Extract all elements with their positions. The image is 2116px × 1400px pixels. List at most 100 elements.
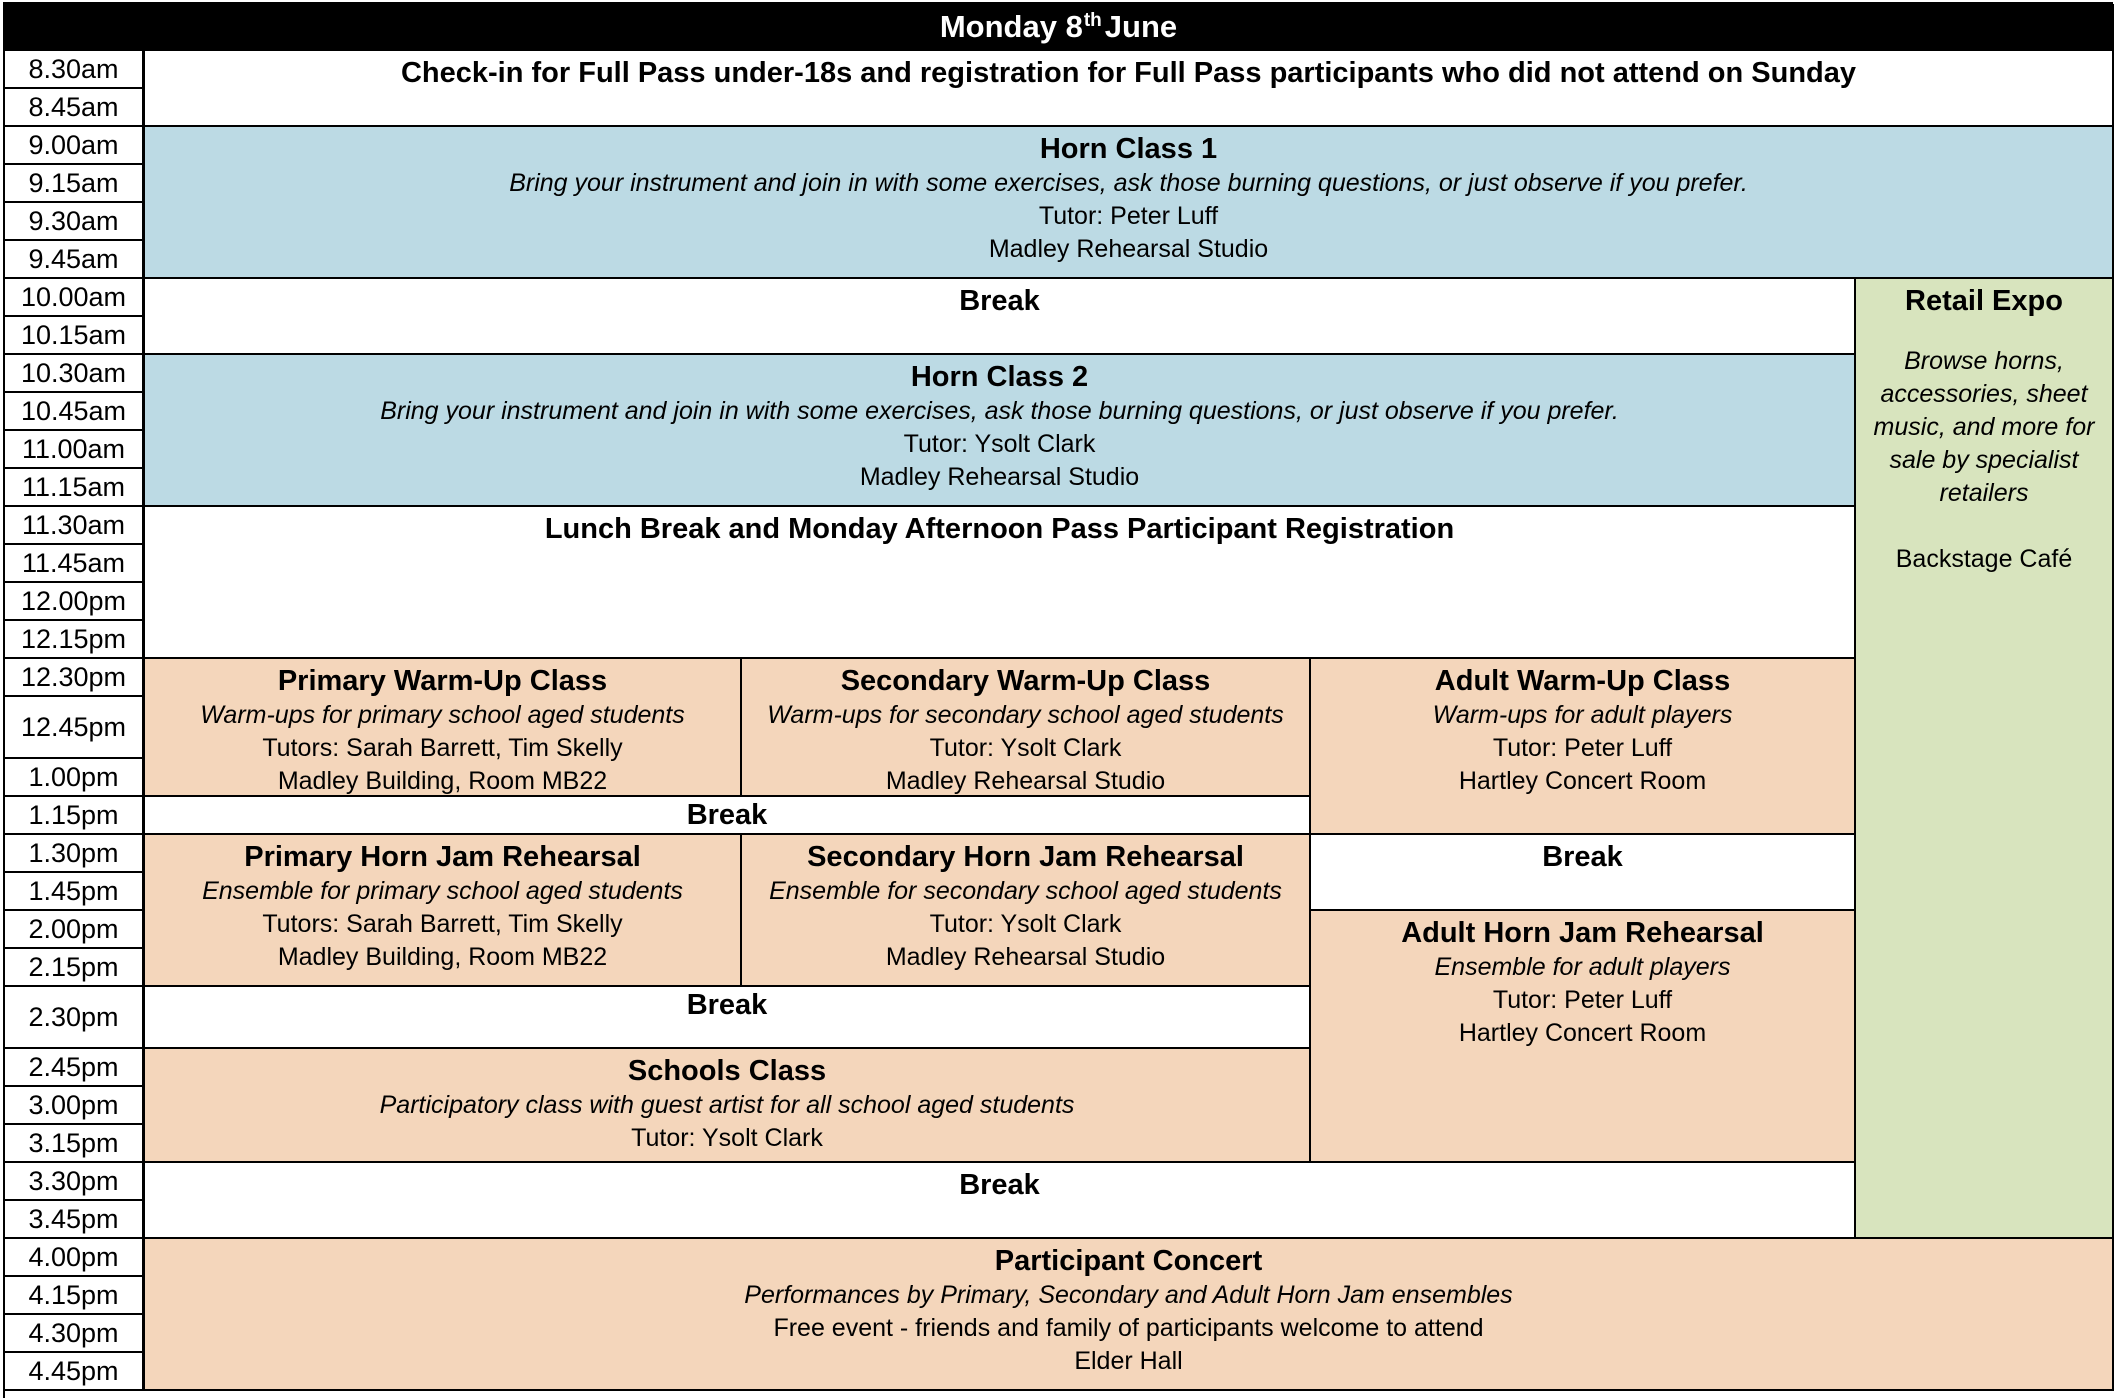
primary-warmup-desc: Warm-ups for primary school aged student…	[200, 701, 685, 729]
break-1-title: Break	[959, 285, 1040, 317]
time-slot: 3.45pm	[5, 1201, 145, 1239]
horn-class-1-desc: Bring your instrument and join in with s…	[509, 169, 1748, 197]
secondary-jam-title: Secondary Horn Jam Rehearsal	[807, 841, 1244, 873]
adult-jam-location: Hartley Concert Room	[1458, 1019, 1707, 1047]
horn-class-1-title: Horn Class 1	[1039, 133, 1218, 165]
adult-jam-title: Adult Horn Jam Rehearsal	[1401, 917, 1764, 949]
header-ordinal: th	[1083, 9, 1102, 31]
schools-class: Schools Class Participatory class with g…	[145, 1049, 1311, 1163]
time-slot: 9.45am	[5, 241, 145, 279]
concert-note: Free event - friends and family of parti…	[773, 1314, 1484, 1342]
time-slot: 12.30pm	[5, 659, 145, 697]
adult-jam-desc: Ensemble for adult players	[1434, 953, 1731, 981]
time-slot: 4.15pm	[5, 1277, 145, 1315]
secondary-warmup-tutor: Tutor: Ysolt Clark	[929, 734, 1122, 762]
time-slot: 4.45pm	[5, 1353, 145, 1391]
horn-class-1-location: Madley Rehearsal Studio	[988, 235, 1269, 263]
secondary-warmup-desc: Warm-ups for secondary school aged stude…	[767, 701, 1284, 729]
break-adult: Break	[1311, 835, 1856, 911]
horn-class-2-desc: Bring your instrument and join in with s…	[380, 397, 1619, 425]
time-slot: 3.00pm	[5, 1087, 145, 1125]
time-slot: 4.00pm	[5, 1239, 145, 1277]
time-slot: 11.45am	[5, 545, 145, 583]
participant-concert: Participant Concert Performances by Prim…	[145, 1239, 2114, 1391]
time-slot: 2.30pm	[5, 987, 145, 1049]
horn-class-2-location: Madley Rehearsal Studio	[859, 463, 1140, 491]
schools-class-location: Madley Rehearsal Studio	[145, 1155, 1309, 1161]
retail-expo-location: Backstage Café	[1895, 545, 2073, 573]
break-schools-1-title: Break	[686, 799, 768, 831]
time-slot: 2.15pm	[5, 949, 145, 987]
break-schools-1: Break	[145, 797, 1311, 835]
checkin-block: Check-in for Full Pass under-18s and reg…	[145, 51, 2114, 127]
break-schools-2-title: Break	[686, 989, 768, 1021]
adult-warmup-tutor: Tutor: Peter Luff	[1492, 734, 1673, 762]
header-month: June	[1104, 8, 1178, 44]
secondary-warmup-title: Secondary Warm-Up Class	[840, 665, 1211, 697]
primary-jam-tutor: Tutors: Sarah Barrett, Tim Skelly	[262, 910, 623, 938]
time-slot: 10.30am	[5, 355, 145, 393]
secondary-jam-tutor: Tutor: Ysolt Clark	[929, 910, 1122, 938]
header-day: Monday 8	[939, 8, 1083, 44]
time-slot: 12.45pm	[5, 697, 145, 759]
time-slot: 1.30pm	[5, 835, 145, 873]
time-slot: 3.15pm	[5, 1125, 145, 1163]
time-slot: 1.45pm	[5, 873, 145, 911]
horn-class-1: Horn Class 1 Bring your instrument and j…	[145, 127, 2114, 279]
break-schools-2: Break	[145, 987, 1311, 1049]
time-slot: 9.15am	[5, 165, 145, 203]
primary-warmup-class: Primary Warm-Up Class Warm-ups for prima…	[145, 659, 742, 797]
time-slot: 10.45am	[5, 393, 145, 431]
secondary-jam-location: Madley Rehearsal Studio	[885, 943, 1166, 971]
retail-expo-title: Retail Expo	[1905, 285, 2063, 317]
time-slot: 3.30pm	[5, 1163, 145, 1201]
time-slot: 11.30am	[5, 507, 145, 545]
time-slot: 12.00pm	[5, 583, 145, 621]
horn-class-1-tutor: Tutor: Peter Luff	[1038, 202, 1219, 230]
adult-warmup-class: Adult Warm-Up Class Warm-ups for adult p…	[1311, 659, 1856, 835]
adult-jam-tutor: Tutor: Peter Luff	[1492, 986, 1673, 1014]
concert-title: Participant Concert	[994, 1245, 1263, 1277]
secondary-warmup-location: Madley Rehearsal Studio	[885, 767, 1166, 795]
time-slot: 8.30am	[5, 51, 145, 89]
checkin-title: Check-in for Full Pass under-18s and reg…	[400, 57, 1857, 89]
time-slot: 12.15pm	[5, 621, 145, 659]
time-slot: 10.15am	[5, 317, 145, 355]
adult-warmup-desc: Warm-ups for adult players	[1432, 701, 1733, 729]
retail-expo: Retail Expo Browse horns, accessories, s…	[1856, 279, 2114, 1239]
concert-location: Elder Hall	[1074, 1347, 1183, 1375]
lunch-break: Lunch Break and Monday Afternoon Pass Pa…	[145, 507, 1856, 659]
schools-class-desc: Participatory class with guest artist fo…	[379, 1091, 1075, 1119]
break-1: Break	[145, 279, 1856, 355]
primary-warmup-location: Madley Building, Room MB22	[277, 767, 608, 795]
primary-warmup-tutor: Tutors: Sarah Barrett, Tim Skelly	[262, 734, 623, 762]
time-slot: 10.00am	[5, 279, 145, 317]
break-all: Break	[145, 1163, 1856, 1239]
time-slot: 1.00pm	[5, 759, 145, 797]
schools-class-tutor: Tutor: Ysolt Clark	[631, 1124, 823, 1152]
secondary-jam-desc: Ensemble for secondary school aged stude…	[769, 877, 1282, 905]
primary-jam-rehearsal: Primary Horn Jam Rehearsal Ensemble for …	[145, 835, 742, 987]
concert-desc: Performances by Primary, Secondary and A…	[744, 1281, 1513, 1309]
horn-class-2-tutor: Tutor: Ysolt Clark	[903, 430, 1096, 458]
time-slot: 4.30pm	[5, 1315, 145, 1353]
retail-expo-desc: Browse horns, accessories, sheet music, …	[1873, 347, 2095, 507]
secondary-jam-rehearsal: Secondary Horn Jam Rehearsal Ensemble fo…	[742, 835, 1311, 987]
lunch-break-title: Lunch Break and Monday Afternoon Pass Pa…	[544, 513, 1455, 545]
time-slot: 2.45pm	[5, 1049, 145, 1087]
primary-jam-location: Madley Building, Room MB22	[277, 943, 608, 971]
time-slot: 9.00am	[5, 127, 145, 165]
primary-jam-desc: Ensemble for primary school aged student…	[202, 877, 683, 905]
break-all-title: Break	[959, 1169, 1040, 1201]
time-slot: 11.00am	[5, 431, 145, 469]
time-slot: 9.30am	[5, 203, 145, 241]
secondary-warmup-class: Secondary Warm-Up Class Warm-ups for sec…	[742, 659, 1311, 797]
time-slot: 8.45am	[5, 89, 145, 127]
horn-class-2-title: Horn Class 2	[910, 361, 1089, 393]
adult-warmup-location: Hartley Concert Room	[1458, 767, 1707, 795]
horn-class-2: Horn Class 2 Bring your instrument and j…	[145, 355, 1856, 507]
adult-jam-rehearsal: Adult Horn Jam Rehearsal Ensemble for ad…	[1311, 911, 1856, 1163]
time-slot: 11.15am	[5, 469, 145, 507]
